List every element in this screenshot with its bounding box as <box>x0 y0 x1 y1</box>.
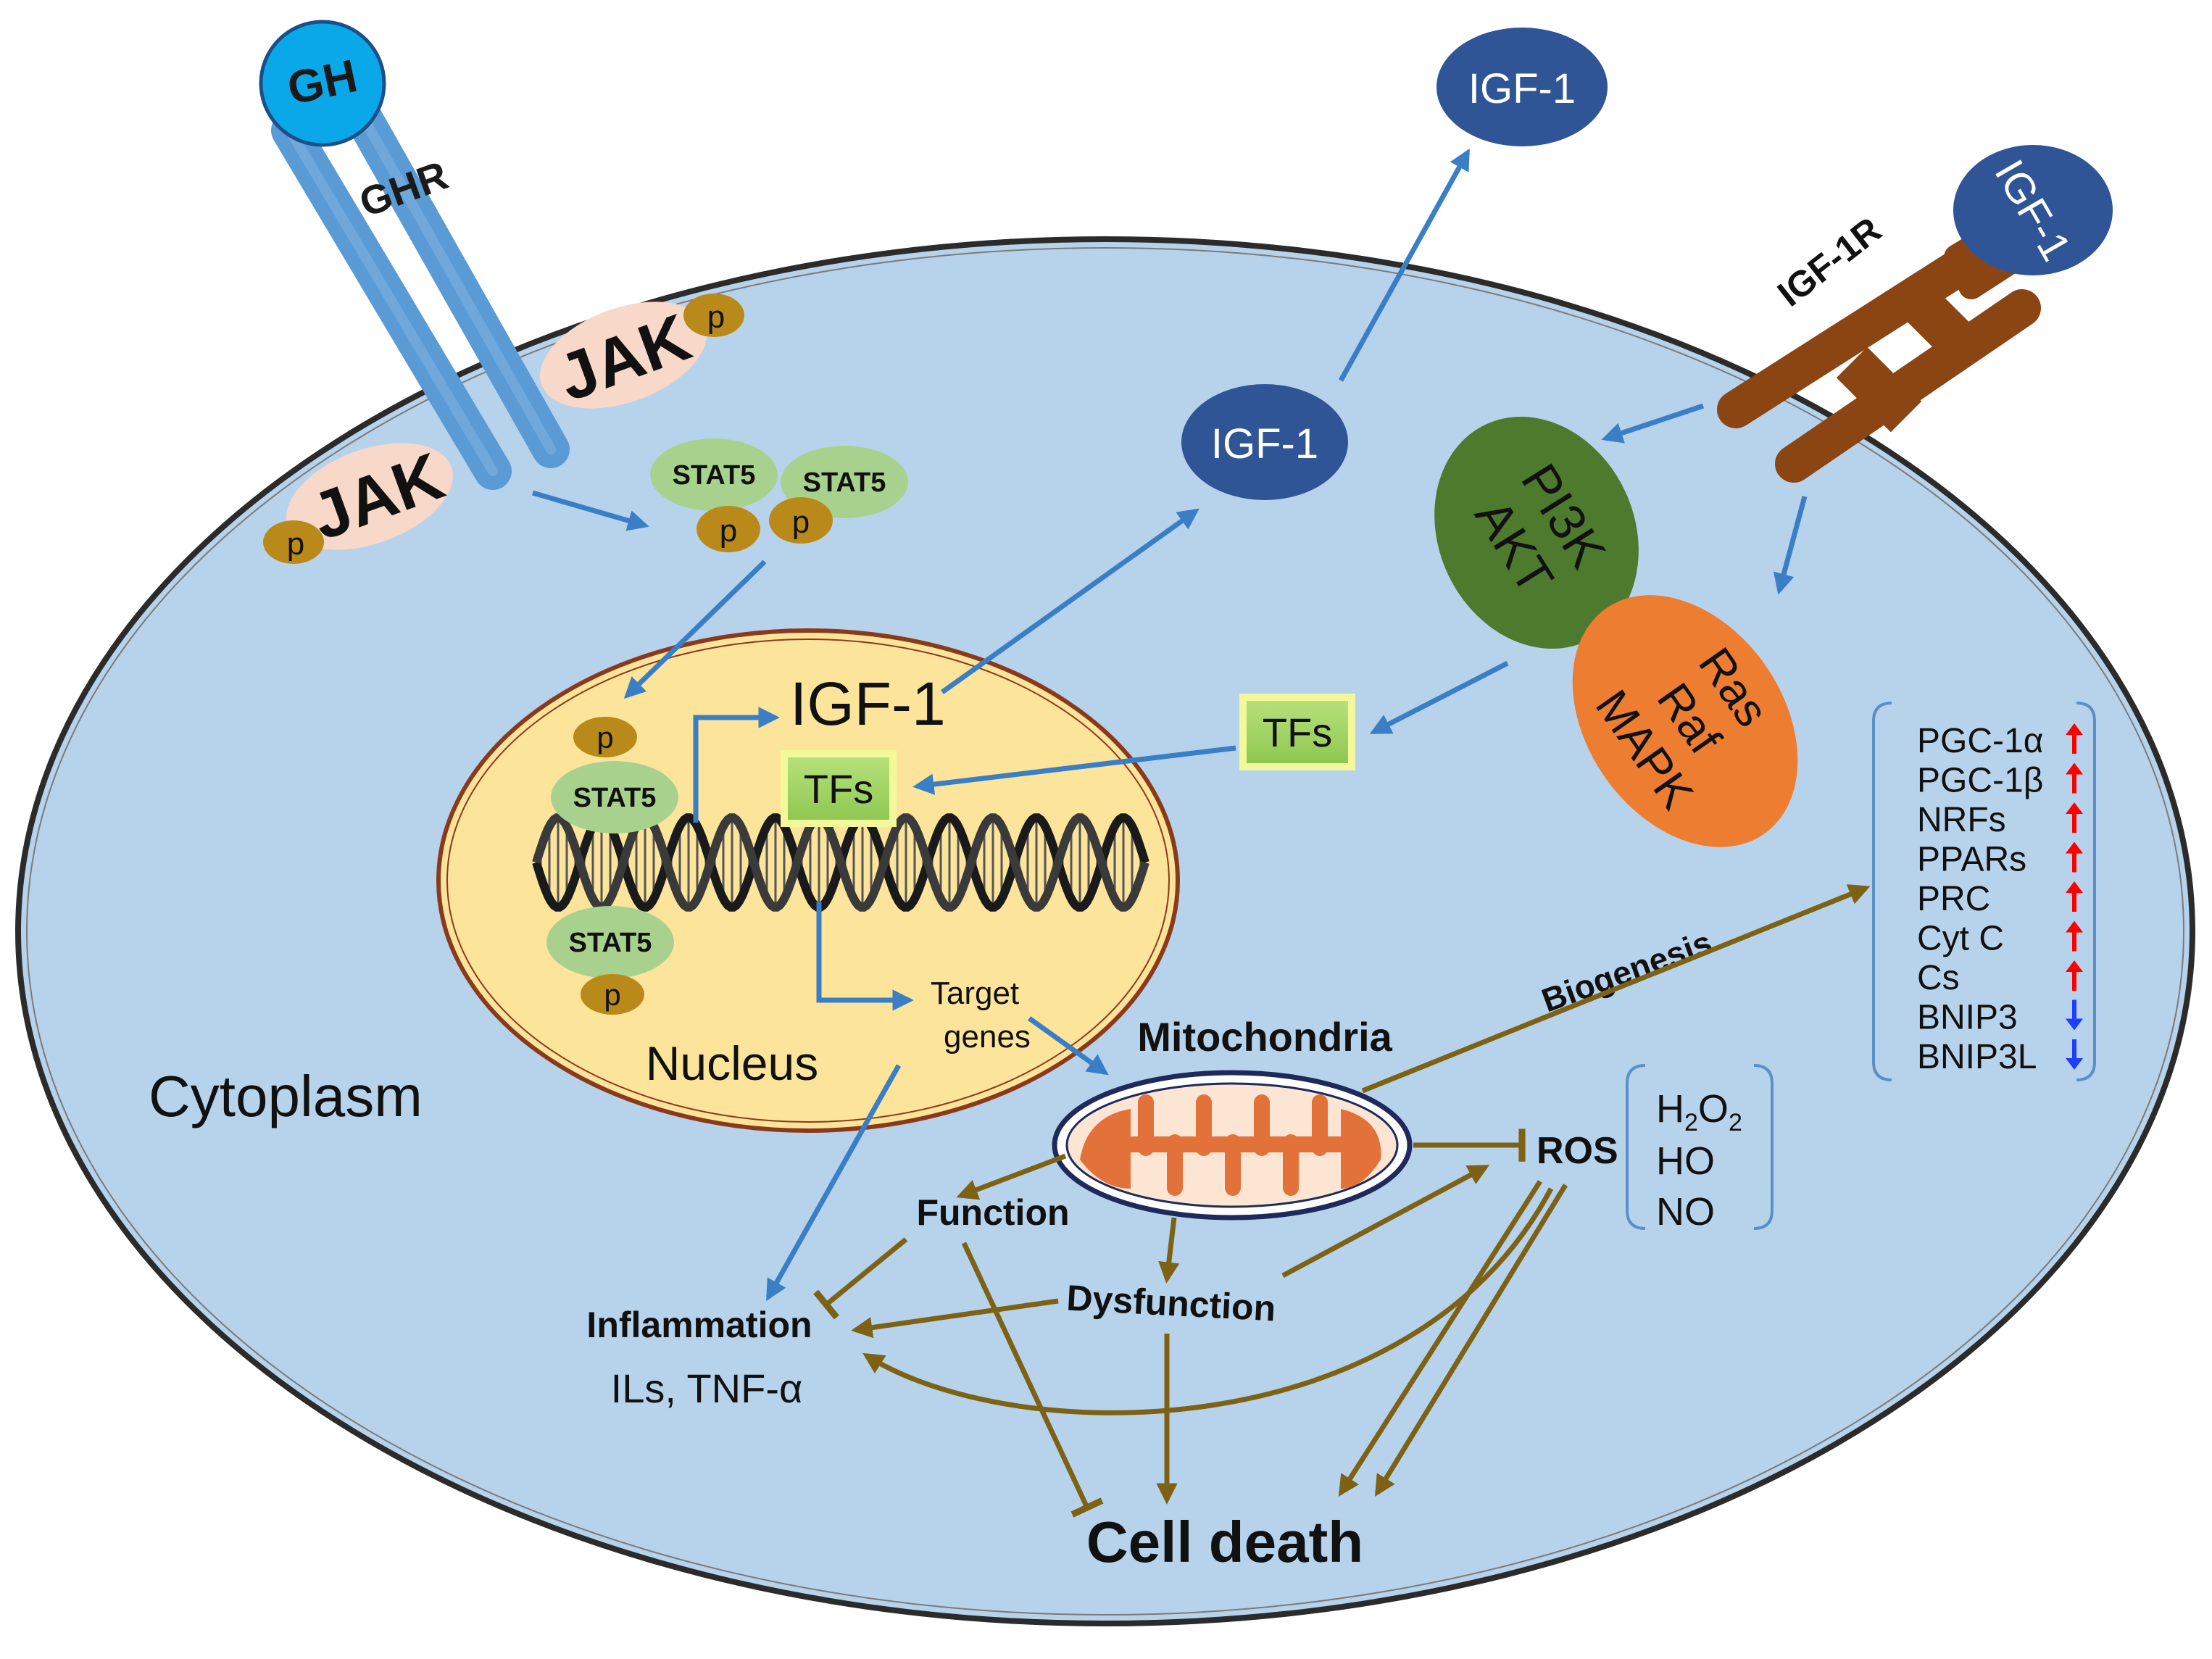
up-arrowhead-icon <box>2066 841 2083 854</box>
igf1-gene-label: IGF-1 <box>790 670 946 738</box>
stat5-cyto-1-label: STAT5 <box>673 460 756 491</box>
ils-tnf-label: ILs, TNF-α <box>611 1365 803 1411</box>
igf1-bound <box>1953 145 2113 275</box>
biogenesis-marker-0: PGC-1α <box>1917 722 2043 760</box>
arrow-mito-dysfunction <box>1158 1217 1180 1284</box>
biogenesis-marker-8: BNIP3L <box>1917 1038 2037 1076</box>
p-jak-left-label: p <box>287 526 304 562</box>
arrow-akt-to-tfs <box>1369 660 1509 735</box>
arrow-igf1-secretion <box>1338 148 1471 382</box>
down-arrowhead-icon <box>2066 1018 2083 1031</box>
up-arrowhead-icon <box>2066 802 2083 814</box>
biogenesis-marker-4: PRC <box>1917 880 1990 918</box>
p-stat5-cyto-2-label: p <box>792 504 810 540</box>
arrow-ros-celldeath-1 <box>1338 1180 1542 1497</box>
nucleus-label: Nucleus <box>646 1036 818 1090</box>
arrow-dysfunction-inflammation <box>851 1298 1059 1339</box>
igf1-cytoplasm-label: IGF-1 <box>1211 420 1318 467</box>
jak-right <box>540 302 707 409</box>
up-arrowhead-icon <box>2066 881 2083 893</box>
blue-arrows <box>532 148 1808 1302</box>
arrow-mito-biogenesis <box>1361 884 1871 1094</box>
p-jak-right <box>683 294 744 337</box>
mitochondria-label: Mitochondria <box>1137 1014 1392 1060</box>
biogenesis-marker-7: BNIP3 <box>1917 999 2018 1037</box>
up-arrowhead-icon <box>2066 920 2083 933</box>
pi3k-akt <box>1434 416 1639 649</box>
brown-arrows <box>813 884 1871 1518</box>
down-arrowhead-icon <box>2066 1058 2083 1070</box>
mito-crista <box>1341 1109 1381 1189</box>
inhibit-function-inflammation <box>813 1237 908 1320</box>
p-stat5-cyto-1 <box>697 506 760 552</box>
stat5-cyto-2-label: STAT5 <box>803 467 886 498</box>
arrow-stat5-to-nucleus <box>623 560 767 699</box>
arrow-nucleus-to-igf1 <box>940 508 1199 694</box>
mito-matrix-band <box>1131 1136 1348 1152</box>
tfs-cytoplasm-label: TFs <box>1263 710 1332 755</box>
arrow-dysfunction-ros <box>1281 1164 1490 1278</box>
inhibit-function-celldeath <box>961 1242 1104 1518</box>
arrow-mito-function <box>956 1153 1067 1200</box>
genes-label: genes <box>944 1019 1031 1055</box>
biogenesis-marker-3: PPARs <box>1917 841 2026 879</box>
function-label: Function <box>916 1192 1069 1233</box>
stat5-nuc-top <box>551 761 678 833</box>
ras-raf-mapk <box>1572 595 1798 847</box>
arrow-target-to-mito <box>1027 1016 1109 1076</box>
p-stat5-nuc-bottom <box>581 974 644 1015</box>
up-arrowhead-icon <box>2066 762 2083 775</box>
inflammation-label: Inflammation <box>586 1305 812 1345</box>
ros-species-bracket <box>1626 1064 1774 1230</box>
biogenesis-marker-5: Cyt C <box>1917 920 2004 958</box>
p-stat5-nuc-bottom-label: p <box>604 978 620 1012</box>
igf1-secreted-label: IGF-1 <box>1468 65 1576 112</box>
ros-h2o2: H2O2 <box>1656 1087 1742 1136</box>
p-jak-right-label: p <box>707 299 725 335</box>
cell-death-label: Cell death <box>1086 1510 1363 1574</box>
ros-no: NO <box>1656 1190 1715 1234</box>
arrow-stat5-to-igf1-gene <box>693 707 780 823</box>
cell-membrane-inner <box>26 247 2184 1616</box>
igf1r-label: IGF-1R <box>1770 209 1889 315</box>
tfs-nucleus-label: TFs <box>804 766 873 812</box>
stat5-cyto-1 <box>650 438 778 511</box>
up-arrowhead-icon <box>2066 960 2083 972</box>
p-stat5-cyto-2 <box>769 497 833 544</box>
jak-left <box>286 443 453 550</box>
p-jak-left <box>263 520 324 564</box>
biogenesis-marker-2: NRFs <box>1917 801 2006 839</box>
target-label: Target <box>931 976 1019 1011</box>
igf1-cytoplasm <box>1181 384 1348 500</box>
ghr-receptor: GHR <box>271 97 570 490</box>
mitochondrion <box>1052 1070 1413 1221</box>
p-stat5-nuc-top-label: p <box>596 720 613 754</box>
nucleus-inner-ring <box>446 639 1170 1123</box>
tfs-cytoplasm-box <box>1239 694 1355 770</box>
cytoplasm-label: Cytoplasm <box>149 1064 423 1128</box>
p-stat5-cyto-1-label: p <box>720 513 737 549</box>
gh-ligand <box>259 20 386 147</box>
stat5-nuc-bottom-label: STAT5 <box>569 928 652 958</box>
arrow-tfs-to-nucleus-tfs <box>912 745 1236 795</box>
biogenesis-marker-6: Cs <box>1917 959 1960 997</box>
tfs-nucleus-box <box>781 750 897 827</box>
stat5-nuc-top-label: STAT5 <box>573 783 657 813</box>
up-arrowhead-icon <box>2066 723 2083 735</box>
arrow-target-to-inflammation <box>765 1064 902 1302</box>
arrow-dna-to-target <box>816 902 914 1011</box>
biogenesis-bracket <box>1872 702 2096 1081</box>
arrow-ros-celldeath-2 <box>1374 1184 1568 1497</box>
stat5-nuc-bottom <box>546 906 674 978</box>
arrow-igf1r-to-pi3k <box>1601 403 1705 444</box>
p-stat5-nuc-top <box>573 717 637 757</box>
ros-label: ROS <box>1537 1130 1618 1172</box>
ros-ho: HO <box>1656 1139 1715 1183</box>
arrow-ghr-to-stat5 <box>532 490 649 531</box>
biogenesis-marker-1: PGC-1β <box>1917 762 2043 800</box>
igf1-secreted <box>1436 28 1608 146</box>
arrow-igf1r-to-mapk <box>1773 496 1808 595</box>
